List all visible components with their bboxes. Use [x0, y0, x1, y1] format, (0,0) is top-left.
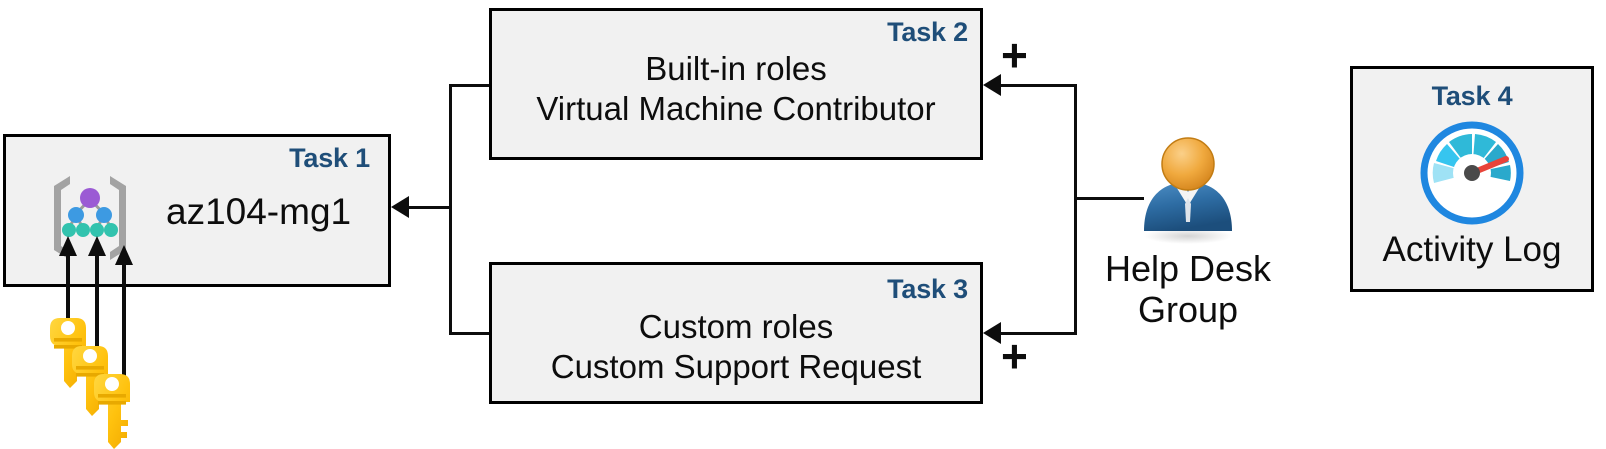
- plus-sign-task3: +: [1001, 330, 1028, 382]
- connector-right-vertical: [1074, 84, 1077, 335]
- connector-task2-to-vertical: [449, 84, 491, 87]
- connector-right-to-task2: [1000, 84, 1076, 87]
- task-2-line-2: Virtual Machine Contributor: [536, 90, 936, 128]
- connector-task3-to-vertical: [449, 332, 491, 335]
- key-arrow-3: [115, 245, 133, 395]
- task-2-line-1: Built-in roles: [645, 50, 827, 87]
- task-4-box[interactable]: Task 4 Activity Log: [1350, 66, 1594, 292]
- connector-vertical-to-task1: [408, 206, 452, 209]
- arrowhead-to-task1: [391, 196, 409, 218]
- arrowhead-to-task2: [983, 74, 1001, 96]
- task-2-box[interactable]: Task 2 Built-in roles Virtual Machine Co…: [489, 8, 983, 160]
- keys-icon: [50, 318, 130, 449]
- connector-left-vertical: [449, 84, 452, 335]
- user-group-icon: [1144, 137, 1232, 244]
- task-2-label: Task 2: [887, 17, 968, 47]
- task-4-label: Task 4: [1431, 81, 1513, 111]
- management-group-icon: [54, 176, 126, 260]
- task-1-label: Task 1: [289, 143, 370, 173]
- connector-helpdesk-to-vertical: [1074, 197, 1144, 200]
- help-desk-caption: Help Desk Group: [1088, 248, 1288, 331]
- task-3-text: Custom roles Custom Support Request: [492, 307, 980, 388]
- task-3-label: Task 3: [887, 274, 968, 304]
- task-3-box[interactable]: Task 3 Custom roles Custom Support Reque…: [489, 262, 983, 404]
- task-2-text: Built-in roles Virtual Machine Contribut…: [492, 49, 980, 130]
- task-1-box[interactable]: Task 1 az104-mg1: [3, 134, 391, 287]
- task-3-line-1: Custom roles: [638, 308, 834, 345]
- connector-right-to-task3: [1000, 332, 1076, 335]
- help-desk-caption-line-1: Help Desk: [1104, 248, 1272, 289]
- plus-sign-task2: +: [1001, 29, 1028, 81]
- task-3-line-2: Custom Support Request: [550, 348, 922, 386]
- help-desk-caption-line-2: Group: [1137, 289, 1239, 331]
- task-4-caption: Activity Log: [1382, 230, 1562, 269]
- task-1-title: az104-mg1: [166, 191, 352, 232]
- arrowhead-to-task3: [983, 322, 1001, 344]
- gauge-icon: [1420, 121, 1524, 225]
